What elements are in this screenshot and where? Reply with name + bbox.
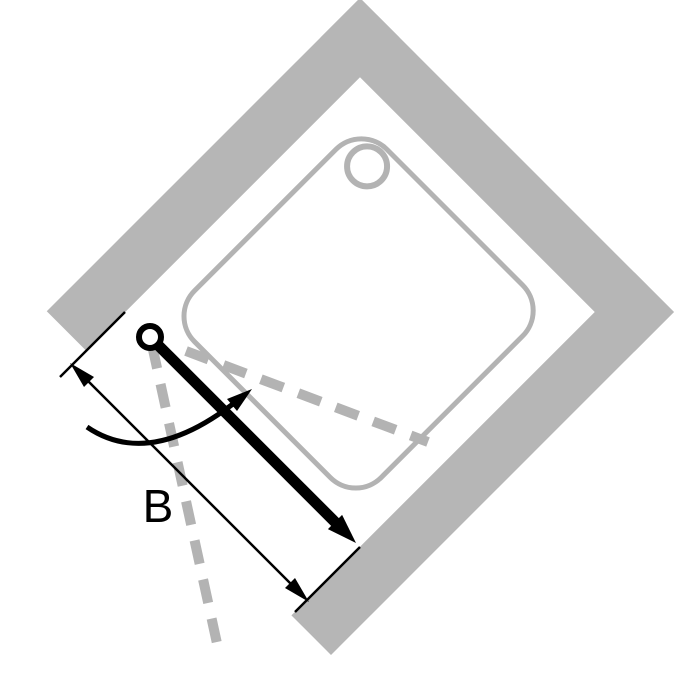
door-swing-dashed-outward bbox=[147, 343, 223, 650]
door-hinge-icon bbox=[136, 323, 164, 351]
extension-line-top bbox=[59, 311, 126, 378]
dimension-arrowhead-end-icon bbox=[285, 578, 309, 602]
door-swing-dashed-inward bbox=[184, 346, 430, 447]
swing-arrowhead-icon bbox=[227, 389, 252, 411]
wall-top bbox=[320, 0, 674, 352]
door-arrowhead-icon bbox=[327, 514, 356, 543]
wall-right bbox=[291, 272, 674, 655]
door-panel bbox=[154, 341, 340, 527]
shower-tray bbox=[181, 136, 536, 491]
rotated-room-group bbox=[46, 0, 674, 655]
drain-icon bbox=[344, 143, 391, 190]
dimension-line bbox=[81, 374, 298, 591]
extension-line-bottom bbox=[294, 546, 361, 613]
dimension-label-b: B bbox=[143, 480, 174, 532]
swing-arc bbox=[85, 398, 240, 446]
wall-left bbox=[46, 0, 400, 351]
dimension-arrowhead-start-icon bbox=[70, 363, 94, 387]
